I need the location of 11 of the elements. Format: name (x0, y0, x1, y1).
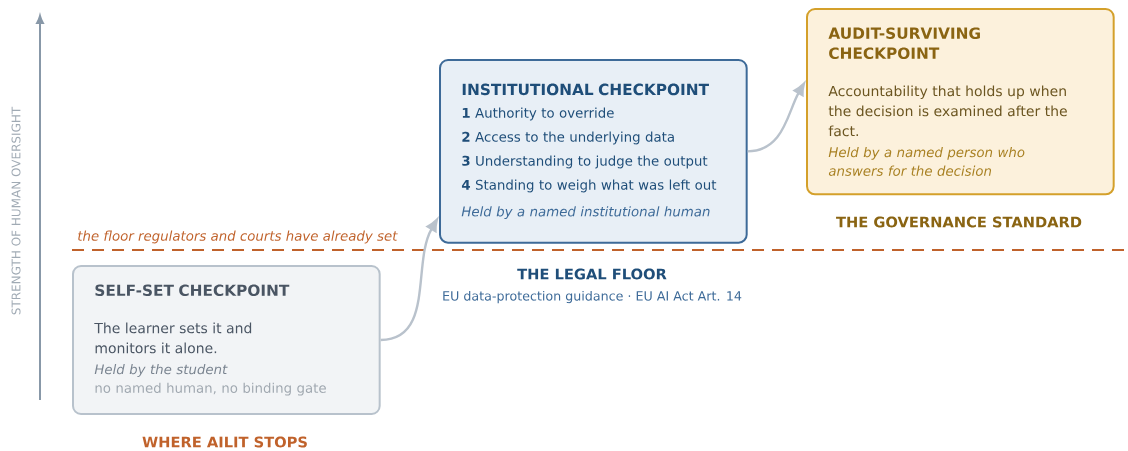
caption-heading: THE GOVERNANCE STANDARD (836, 216, 1082, 228)
axis-label: STRENGTH OF HUMAN OVERSIGHT (11, 106, 21, 315)
checkpoint-box: AUDIT-SURVIVING CHECKPOINT Accountability that holds up when the decision is examined after the fact. Held by a named person who answers for the decision (806, 8, 1115, 196)
arrow (747, 82, 805, 153)
source-note: EU data-protection guidance · EU AI Act Art. 14 (443, 290, 742, 304)
floor-note: the floor regulators and courts have already set (78, 230, 398, 244)
checkpoint-box: SELF-SET CHECKPOINT The learner sets it and monitors it alone. Held by the student no named human, no binding gate (72, 265, 381, 415)
caption-heading: WHERE AILIT STOPS (142, 436, 307, 448)
checkpoint-box: INSTITUTIONAL CHECKPOINT 1 Authority to override 2 Access to the underlying data 3 Understanding to judge the output 4 Standing to weigh what was left out Held by a named institutional human (439, 59, 748, 244)
floor-heading: THE LEGAL FLOOR (517, 268, 667, 280)
arrow (380, 218, 438, 342)
